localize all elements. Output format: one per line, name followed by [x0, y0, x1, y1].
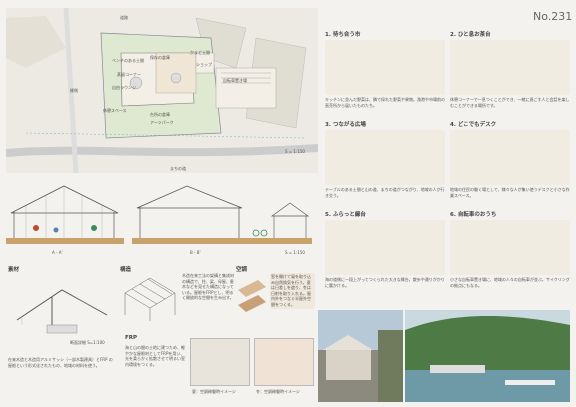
site-plan-scale: S = 1:150	[285, 149, 305, 154]
section-scale: S = 1:150	[285, 250, 305, 255]
site-label-arts-park: アーツパーク	[150, 120, 174, 125]
structure-text: 木造在来工法の架構と集成材の構造で、柱、梁、母屋、垂木などを見せた構造になってい…	[182, 273, 234, 301]
frp-text: 海と山の間の土地に建つため、軽やかな屋根材としてFRPを用い、光を柔らかく拡散さ…	[125, 345, 185, 367]
detail-scale: 断面詳細 S=1:100	[70, 340, 105, 345]
scene-1: 1. 待ち合う市 キッチンに並んだ野菜は、隣で採れた野菜や果物。漁港や市場前の直…	[325, 30, 445, 125]
scene-3-text: テーブルのある土間と山の道、まちの道がつながり、地域の人が行き交う。	[325, 187, 445, 198]
scene-1-image	[325, 40, 445, 95]
section-bb-label: B - B'	[190, 250, 201, 255]
structure-diagram	[120, 273, 180, 323]
climate-text: 窓を開けて風を取り込み自然換気を行う。夏は日差しを遮り、冬は日射を取り入れる。屋…	[270, 273, 315, 309]
detail-section-drawing	[16, 289, 108, 334]
materials-title: 素材	[8, 267, 20, 273]
scene-6-image	[450, 220, 570, 275]
scene-5-title: 5. ふらっと縁台	[325, 212, 366, 218]
scene-6-text: 小さな自転車置き場に、地域の人々の自転車が並ぶ。サイクリングの拠点にもなる。	[450, 277, 570, 288]
section-bb	[132, 178, 312, 248]
scene-2-title: 2. ひと息お茶台	[450, 32, 491, 38]
road-label-top: 道路	[120, 15, 128, 20]
photo-street-drawing	[318, 310, 403, 402]
section-aa	[6, 178, 124, 248]
site-label-distill: 蒸留コーナー	[117, 72, 141, 77]
frp-title: FRP	[125, 335, 138, 341]
climate-title: 空調	[236, 267, 248, 273]
site-label-rest: 休憩スペース	[103, 108, 127, 113]
scene-1-text: キッチンに並んだ野菜は、隣で採れた野菜や果物。漁港や市場前の直売所から届いたもの…	[325, 97, 445, 108]
scene-2-text: 休憩コーナーで一息つくことができ、一緒に過ごす人と会話を楽しむことができる場所で…	[450, 97, 570, 108]
site-label-lounge: 自由ラウンジ	[112, 85, 136, 90]
detail-section	[12, 275, 112, 335]
site-plan-drawing	[5, 7, 319, 174]
materials-text: 在来木造と木造用アルミサッシ（一部木製建具）とFRP の屋根という形式化されたも…	[8, 357, 113, 368]
scene-2-image	[450, 40, 570, 95]
scene-3-title: 3. つながる広場	[325, 122, 366, 128]
frp-caption-summer: 夏：空調稼働時イメージ	[192, 389, 236, 394]
climate-diagram	[236, 275, 268, 325]
photo-harbor-drawing	[405, 310, 570, 402]
photo-street	[318, 310, 403, 402]
scene-4-text: 地域の住民の働く場として、様々な人が集い使うデスクと小さな作業スペース。	[450, 187, 570, 198]
scene-1-title: 1. 待ち合う市	[325, 32, 361, 38]
structure-drawing	[124, 277, 176, 321]
section-bb-drawing	[132, 185, 312, 244]
scene-5-text: 海の道側に一段上がってつくられた大きな縁台。散歩や通りがかりに腰かける。	[325, 277, 445, 288]
scene-4-title: 4. どこでもデスク	[450, 122, 497, 128]
site-label-kitchen-storage: 台所の倉庫	[150, 112, 170, 117]
site-label-engawa: 縁側	[70, 88, 78, 93]
frp-image-summer	[190, 338, 250, 386]
climate-drawing	[238, 280, 266, 312]
photo-harbor	[405, 310, 570, 402]
scene-6: 6. 自転車のおうち 小さな自転車置き場に、地域の人々の自転車が並ぶ。サイクリン…	[450, 210, 570, 305]
site-label-storage: 保存の倉庫	[150, 55, 170, 60]
site-label-kamado: かまど土間	[190, 50, 210, 55]
frp-caption-winter: 冬：空調稼働時イメージ	[256, 389, 300, 394]
page-number: No.231	[533, 10, 573, 23]
road-label-bottom: まちの道	[170, 166, 186, 171]
scene-2: 2. ひと息お茶台 休憩コーナーで一息つくことができ、一緒に過ごす人と会話を楽し…	[450, 30, 570, 125]
site-plan	[5, 7, 319, 174]
section-aa-drawing	[6, 185, 124, 244]
section-aa-label: A - A'	[52, 250, 63, 255]
scene-5: 5. ふらっと縁台 海の道側に一段上がってつくられた大きな縁台。散歩や通りがかり…	[325, 210, 445, 305]
scene-6-title: 6. 自転車のおうち	[450, 212, 497, 218]
site-label-bench: ベンチのある土間	[112, 58, 144, 63]
structure-title: 構造	[120, 267, 132, 273]
scene-5-image	[325, 220, 445, 275]
scene-3: 3. つながる広場 テーブルのある土間と山の道、まちの道がつながり、地域の人が行…	[325, 120, 445, 215]
frp-image-winter	[254, 338, 314, 386]
site-label-shop: ショップ	[196, 62, 212, 67]
scene-4-image	[450, 130, 570, 185]
scene-4: 4. どこでもデスク 地域の住民の働く場として、様々な人が集い使うデスクと小さな…	[450, 120, 570, 215]
scene-3-image	[325, 130, 445, 185]
site-label-bicycle: 自転車置き場	[223, 78, 247, 83]
